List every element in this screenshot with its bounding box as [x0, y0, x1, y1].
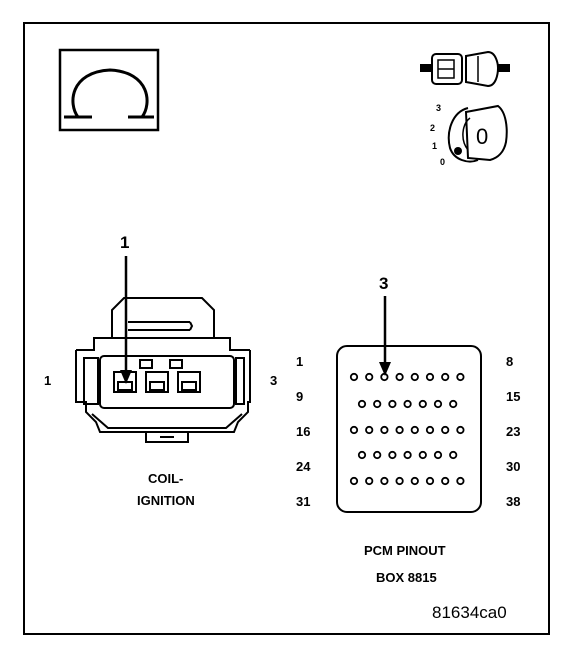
pcm-pin [456, 476, 465, 486]
pcm-pin-label-right-row3: 23 [506, 424, 521, 439]
coil-callout-arrow [120, 256, 132, 384]
pcm-pin [410, 476, 419, 486]
pcm-pin [441, 476, 450, 486]
pcm-pin [349, 425, 359, 435]
pcm-pin-label-left-row3: 16 [296, 424, 311, 439]
pcm-pin [373, 399, 382, 409]
ignition-position-0: 0 [440, 157, 446, 167]
pcm-pin [418, 399, 427, 409]
pcm-pin [433, 450, 443, 460]
pcm-pin [395, 425, 404, 435]
pcm-pin [388, 399, 397, 409]
pcm-callout-number: 3 [379, 274, 389, 293]
pcm-pin-label-left-row1: 1 [296, 354, 304, 369]
pcm-pin [418, 450, 427, 460]
figure-id: 81634ca0 [432, 603, 507, 622]
pcm-pin [365, 476, 374, 486]
pcm-pin [380, 425, 389, 435]
pcm-pin [365, 425, 374, 435]
pcm-pin [365, 372, 374, 382]
pcm-pin [410, 372, 419, 382]
coil-callout-number: 1 [120, 233, 130, 252]
pcm-pin [388, 450, 397, 460]
pcm-pin [425, 425, 435, 435]
pcm-pin [449, 399, 458, 409]
disconnected-connector-icon [420, 50, 510, 88]
ignition-key-off-icon [447, 104, 508, 163]
pcm-pin [349, 476, 359, 486]
coil-caption-line2: IGNITION [137, 493, 195, 508]
pcm-pin [441, 372, 450, 382]
pcm-pin [380, 372, 389, 382]
pcm-pin-label-right-row1: 8 [506, 354, 514, 369]
pcm-pin [373, 450, 382, 460]
coil-caption-line1: COIL- [148, 471, 184, 486]
pcm-pin [456, 425, 465, 435]
pcm-pin [410, 425, 419, 435]
ignition-position-1: 1 [432, 141, 438, 151]
pcm-pin-label-left-row5: 31 [296, 494, 311, 509]
pcm-pin-label-right-row5: 38 [506, 494, 521, 509]
pcm-pin-label-left-row2: 9 [296, 389, 304, 404]
pcm-pin-label-left-row4: 24 [296, 459, 311, 474]
pcm-pin [425, 476, 435, 486]
pcm-pin [349, 372, 359, 382]
coil-connector-drawing [75, 297, 251, 443]
pcm-pin-label-right-row4: 30 [506, 459, 521, 474]
pcm-pin [395, 476, 404, 486]
ignition-position-3: 3 [436, 103, 442, 113]
pcm-caption-line2: BOX 8815 [376, 570, 437, 585]
pcm-pinout-box [336, 345, 482, 513]
pcm-pin-label-right-row2: 15 [506, 389, 521, 404]
pcm-pin [357, 450, 367, 460]
ignition-position-2: 2 [430, 123, 436, 133]
pcm-pin [395, 372, 404, 382]
coil-pin-label-right: 3 [270, 373, 278, 388]
pcm-pin [456, 372, 465, 382]
pcm-pin [403, 450, 412, 460]
pcm-pin [380, 476, 389, 486]
pcm-callout-arrow [379, 296, 391, 376]
pcm-pin [357, 399, 367, 409]
pcm-pin [449, 450, 458, 460]
pcm-caption-line1: PCM PINOUT [364, 543, 446, 558]
pcm-pin [433, 399, 443, 409]
pcm-pin-grid [349, 372, 465, 486]
ignition-key-label: 0 [476, 124, 489, 149]
coil-pin-label-left: 1 [44, 373, 52, 388]
pcm-pin [441, 425, 450, 435]
figure-frame [23, 22, 550, 635]
pcm-pin [403, 399, 412, 409]
pcm-pin [425, 372, 435, 382]
ohm-symbol-icon [58, 48, 160, 132]
